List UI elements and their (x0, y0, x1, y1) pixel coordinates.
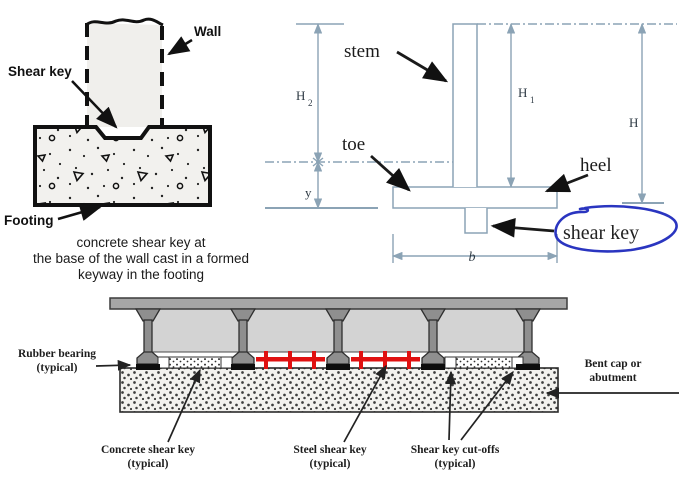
concrete-shear-key-right (455, 356, 513, 369)
girder (324, 308, 352, 365)
rubber-bearing-arrow (95, 359, 132, 371)
shear-key-circled-label: shear key (563, 222, 639, 244)
concrete-key-label-2: (typical) (128, 458, 169, 470)
bearing-pad (231, 364, 255, 370)
steel-key-arrow (343, 364, 387, 443)
panel (151, 308, 240, 353)
wall-footing-diagram: Wall Shear key Footing concrete shear ke… (4, 17, 249, 282)
bridge-deck (109, 297, 568, 310)
cutoff-arrow-right (460, 370, 514, 441)
y-dim-label: y (305, 185, 312, 200)
toe-label: toe (342, 134, 365, 155)
cutoff-arrow-left (445, 370, 457, 441)
footing-arrow (57, 203, 103, 221)
rubber-bearing-label: Rubber bearing (18, 348, 96, 360)
shear-key-pointer-arrow (490, 218, 555, 238)
h-dim-label: H (629, 115, 638, 130)
concrete-key-label: Concrete shear key (101, 444, 195, 456)
steel-key-post (359, 351, 363, 369)
wall-body (87, 23, 162, 127)
steel-key-label-2: (typical) (310, 458, 351, 470)
stem-arrow (396, 50, 449, 83)
retaining-wall-outline (392, 23, 558, 234)
h1-dim-label: H (518, 85, 527, 100)
rubber-bearing-label-2: (typical) (37, 362, 78, 374)
h1-dim-sub: 1 (530, 95, 535, 105)
shear-key-arrow (71, 80, 118, 129)
steel-shear-keys (256, 351, 420, 369)
concrete-shear-key-left (168, 356, 222, 369)
rubber-bearings (136, 364, 540, 370)
steel-key-post (407, 351, 411, 369)
caption-line-2: the base of the wall cast in a formed (33, 251, 249, 266)
steel-key-post (312, 351, 316, 369)
bearing-pad (326, 364, 350, 370)
girder (514, 308, 542, 365)
caption: concrete shear key at the base of the wa… (33, 235, 249, 282)
bent-cap-label: Bent cap or (585, 358, 642, 370)
h2-dim-sub: 2 (308, 98, 313, 108)
wall-break-line (85, 17, 164, 27)
heel-arrow (544, 173, 589, 193)
wall-label: Wall (194, 24, 221, 39)
wall-arrow (167, 36, 193, 56)
inter-girder-panels (151, 308, 525, 353)
girder (134, 308, 162, 365)
bent-cap (119, 367, 559, 413)
footing-with-keyway (33, 125, 212, 207)
footing-outline (392, 186, 558, 209)
steel-key-post (288, 351, 292, 369)
caption-line-1: concrete shear key at (76, 235, 205, 250)
bearing-pad (421, 364, 445, 370)
shear-key-label: Shear key (8, 64, 72, 79)
bridge-bearing-diagram: Rubber bearing (typical) Concrete shear … (18, 297, 679, 470)
retaining-wall-diagram: H 2 H 1 H y b stem toe heel shear key (265, 22, 678, 265)
h2-dim-label: H (296, 88, 305, 103)
bent-cap-label-2: abutment (589, 372, 636, 384)
b-dim-label: b (469, 250, 476, 265)
cutoffs-label-2: (typical) (435, 458, 476, 470)
cutoffs-label: Shear key cut-offs (411, 444, 500, 456)
stem-label: stem (344, 41, 380, 62)
steel-key-post (264, 351, 268, 369)
cutoff-gap (220, 356, 233, 369)
footing-label: Footing (4, 213, 53, 228)
cutoff-gap (444, 356, 457, 369)
concrete-key-arrow (167, 368, 201, 443)
panel (341, 308, 430, 353)
girder (419, 308, 447, 365)
bearing-pad (516, 364, 540, 370)
girders (134, 308, 542, 365)
panel (436, 308, 525, 353)
steel-key-post (383, 351, 387, 369)
hand-drawn-circle (554, 204, 678, 253)
bearing-pad (136, 364, 160, 370)
caption-line-3: keyway in the footing (78, 267, 204, 282)
heel-label: heel (580, 155, 612, 176)
toe-arrow (370, 154, 411, 192)
shear-key-outline (464, 208, 488, 234)
steel-key-label: Steel shear key (293, 444, 367, 456)
stem-outline (452, 23, 478, 187)
panel (246, 308, 335, 353)
